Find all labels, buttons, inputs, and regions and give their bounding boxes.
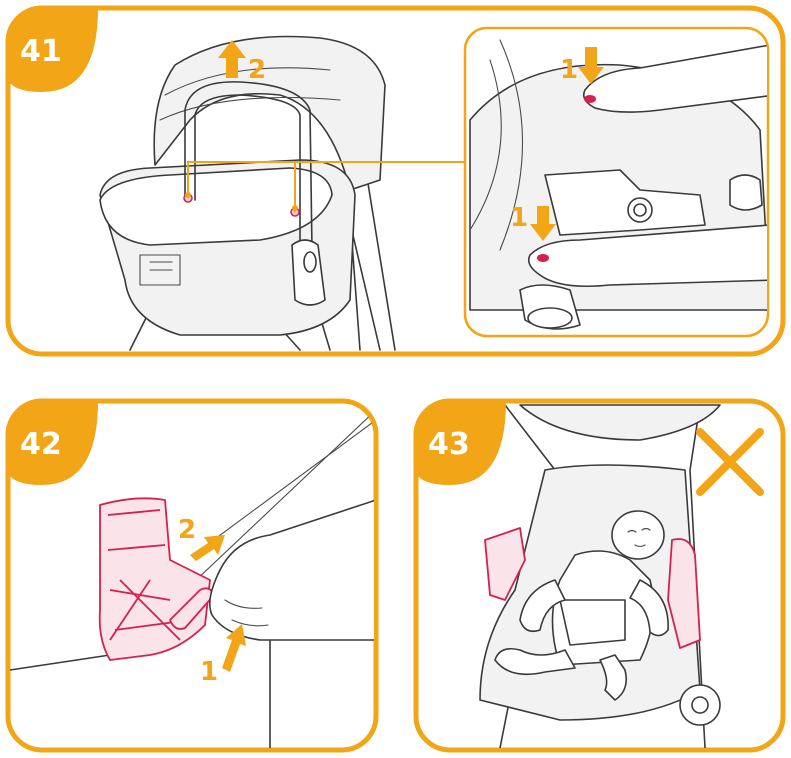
step-label: 1 <box>560 55 578 85</box>
panel-number: 43 <box>428 427 470 462</box>
panel-42: 2 1 42 <box>8 401 376 750</box>
panel-43: 43 <box>416 401 783 750</box>
step-label: 1 <box>510 203 528 233</box>
step-label: 1 <box>200 657 218 687</box>
inset-detail <box>465 28 775 336</box>
panel-41: 2 1 <box>8 8 783 354</box>
panel-number: 42 <box>20 427 62 462</box>
step-label: 2 <box>248 55 266 85</box>
panel-number: 41 <box>20 34 62 69</box>
step-label: 2 <box>178 515 196 545</box>
